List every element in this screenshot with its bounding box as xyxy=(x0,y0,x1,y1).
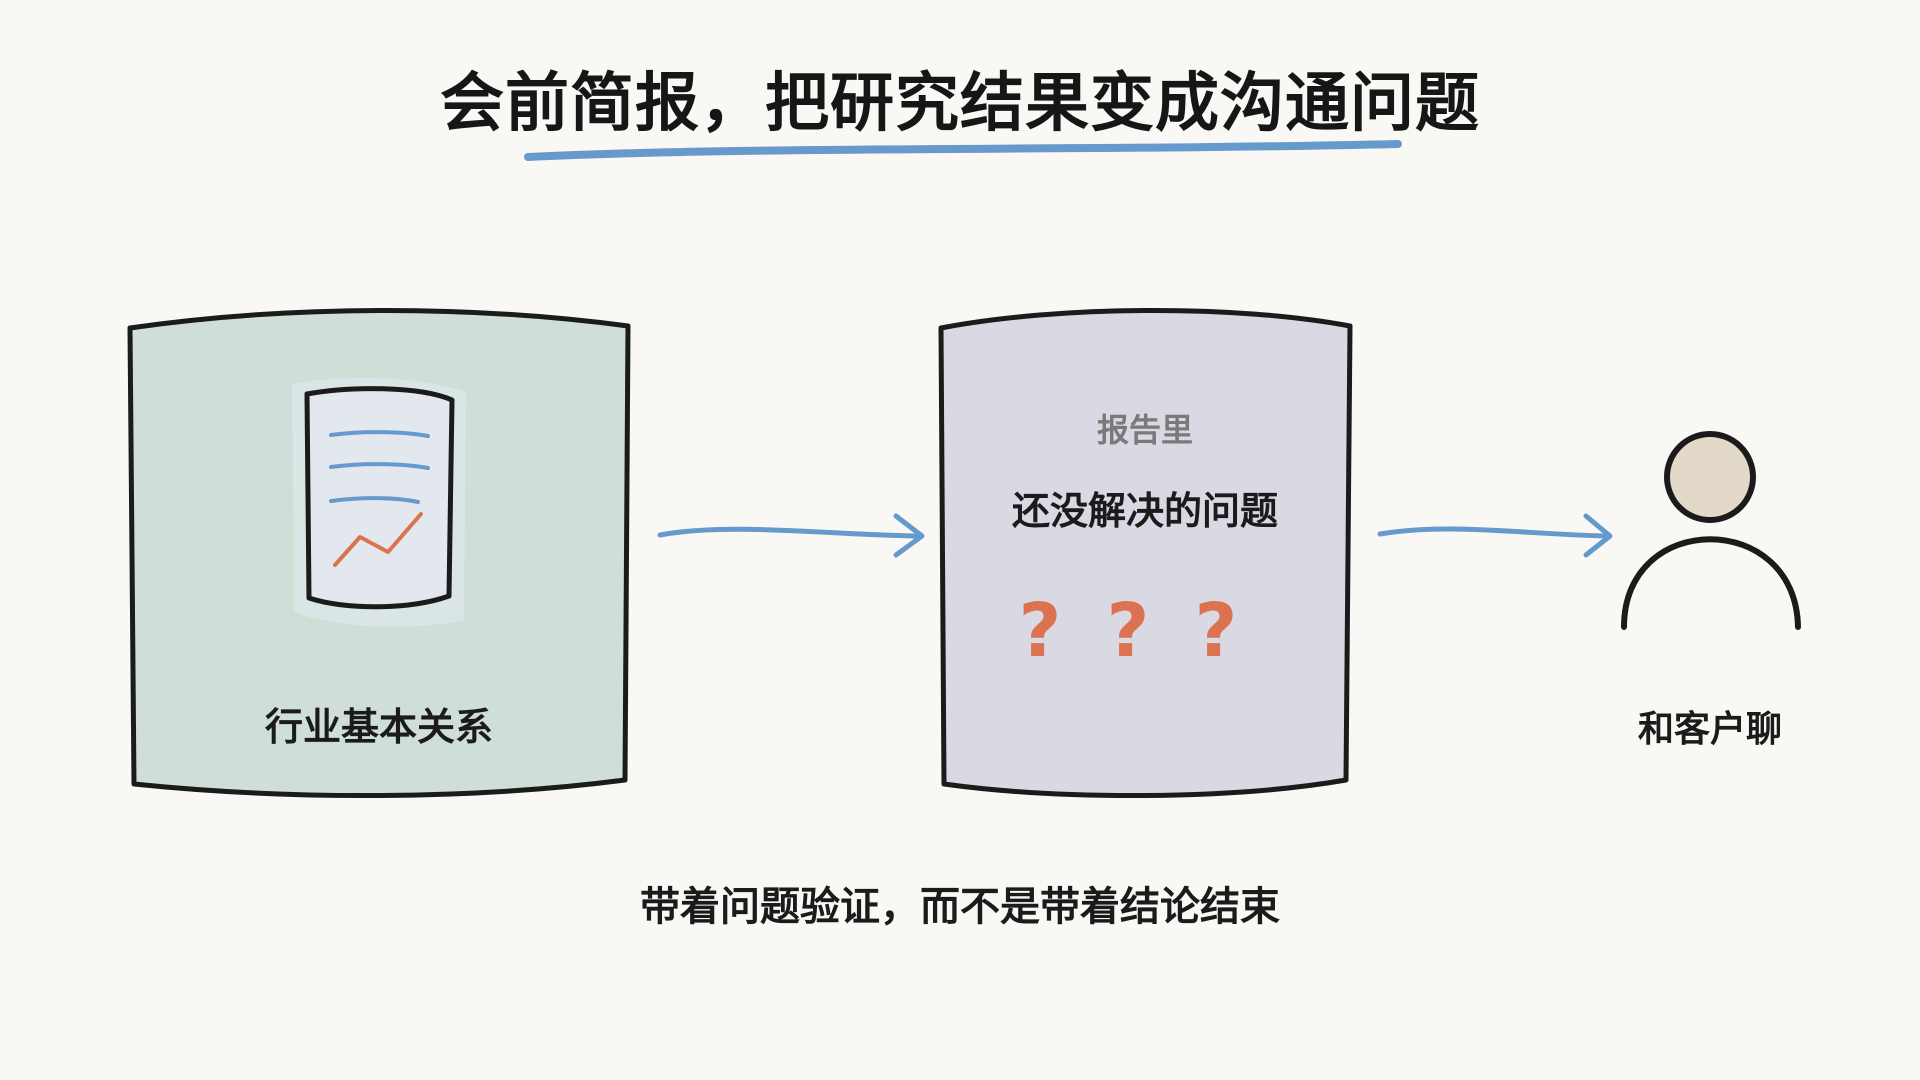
question-mark-2: ? xyxy=(1106,588,1150,674)
arrow-to-person xyxy=(1377,513,1613,558)
middle-box-caption: 报告里 xyxy=(1096,411,1193,449)
bottom-caption: 带着问题验证，而不是带着结论结束 xyxy=(640,884,1280,930)
person-icon xyxy=(1621,431,1801,630)
title-underline xyxy=(524,140,1402,161)
left-box-label: 行业基本关系 xyxy=(264,705,493,749)
middle-box xyxy=(938,308,1353,799)
question-mark-1: ? xyxy=(1018,588,1062,674)
arrow-to-middle xyxy=(657,513,925,558)
question-mark-3: ? xyxy=(1194,588,1238,674)
page-title: 会前简报，把研究结果变成沟通问题 xyxy=(440,67,1480,141)
person-label: 和客户聊 xyxy=(1637,709,1782,750)
document-icon xyxy=(292,377,466,627)
middle-box-label: 还没解决的问题 xyxy=(1011,489,1278,533)
